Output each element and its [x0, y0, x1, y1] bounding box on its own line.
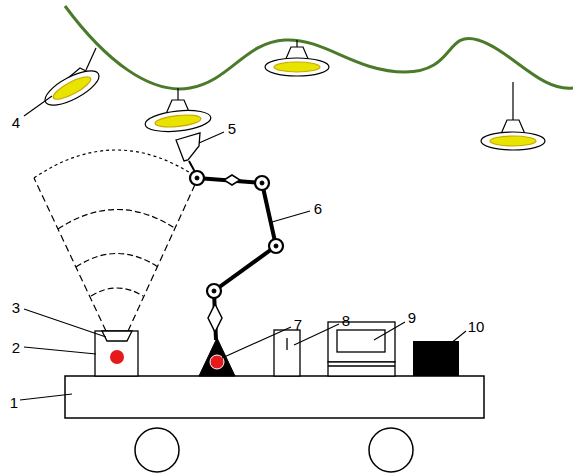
radar-box [95, 331, 138, 376]
camera [176, 133, 200, 161]
battery-box [413, 341, 459, 376]
callout-number: 7 [294, 317, 302, 332]
lamp [265, 40, 329, 76]
computer-monitor [328, 322, 395, 376]
lamp [40, 48, 103, 112]
callout-number: 4 [12, 115, 20, 130]
cart-body [65, 376, 484, 418]
callout-number: 1 [10, 395, 18, 410]
lamp-cable [65, 6, 573, 89]
callout-number: 2 [12, 340, 20, 355]
radar-beam [34, 150, 198, 331]
callout-number: 3 [12, 300, 20, 315]
callout-number: 8 [342, 313, 350, 328]
callout-number: 6 [314, 201, 322, 216]
leader-lines [20, 96, 466, 400]
callout-number: 9 [408, 310, 416, 325]
wheel [135, 428, 179, 472]
robot-arm [190, 171, 283, 376]
callout-number: 10 [468, 319, 485, 334]
camera-mount [189, 161, 195, 172]
callout-number: 5 [228, 121, 236, 136]
lamp [481, 82, 545, 150]
wheel [369, 428, 413, 472]
controller-box [274, 330, 300, 376]
lamp [144, 88, 212, 134]
